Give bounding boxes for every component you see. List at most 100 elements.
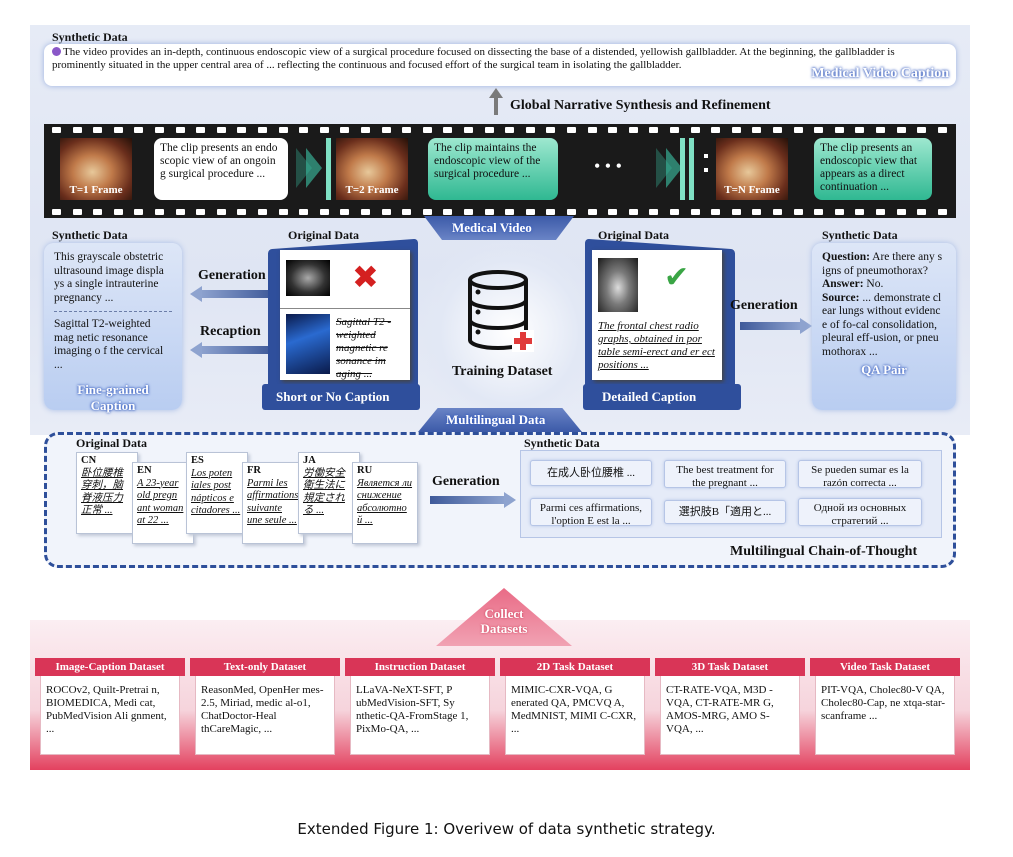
dataset-title: 2D Task Dataset [500, 658, 650, 676]
frame-n-label: T=N Frame [724, 184, 780, 196]
bullet-icon [52, 47, 61, 56]
film-sprocket-hole [525, 209, 535, 215]
film-sprocket-hole [237, 127, 247, 133]
ml-generation-label: Generation [432, 474, 500, 489]
training-dataset-label: Training Dataset [452, 364, 553, 379]
film-sprocket-hole [402, 209, 412, 215]
film-sprocket-hole [443, 127, 453, 133]
film-sprocket-hole [855, 209, 865, 215]
film-sprocket-hole [216, 127, 226, 133]
frame-2-label: T=2 Frame [345, 184, 399, 196]
ml-original-label: Original Data [76, 436, 147, 450]
database-icon [468, 270, 534, 352]
ml-synthetic-label: Synthetic Data [524, 436, 600, 450]
dataset-card-instruction: Instruction Dataset LLaVA-NeXT-SFT, P ub… [345, 658, 495, 755]
dataset-title: Text-only Dataset [190, 658, 340, 676]
left-generation-label: Generation [198, 268, 266, 283]
qa-answer: No. [866, 278, 884, 290]
film-sprocket-hole [52, 127, 61, 133]
film-sprocket-hole [299, 127, 309, 133]
recaption-label: Recaption [200, 324, 261, 339]
dataset-card-text-only: Text-only Dataset ReasonMed, OpenHer mes… [190, 658, 340, 755]
segment-divider [689, 138, 694, 200]
film-sprocket-hole [175, 209, 185, 215]
short-caption-band [262, 384, 420, 410]
qa-pair-tag: QA Pair [861, 362, 907, 377]
film-sprocket-hole [711, 209, 721, 215]
film-sprocket-hole [567, 127, 576, 133]
check-icon: ✔ [664, 260, 690, 295]
film-sprocket-hole [546, 127, 556, 133]
film-sprocket-hole [876, 209, 885, 215]
film-sprocket-hole [196, 209, 206, 215]
film-sprocket-hole [649, 209, 659, 215]
ellipsis-dots: • • • [594, 156, 622, 176]
ml-output-ru: Одной из основных стратегий ... [798, 498, 922, 527]
video-film-strip: T=1 Frame The clip presents an endo scop… [44, 124, 956, 218]
clip-caption-n: The clip presents an endoscopic view tha… [814, 138, 932, 200]
film-sprocket-hole [587, 127, 597, 133]
film-sprocket-hole [464, 209, 473, 215]
fine-grained-caption-tag: Fine-grained Caption [77, 382, 149, 413]
film-sprocket-hole [793, 209, 803, 215]
ml-output-en: The best treatment for the pregnant ... [664, 460, 786, 489]
chevron-right-icon [306, 148, 322, 188]
dataset-title: Image-Caption Dataset [35, 658, 185, 676]
film-sprocket-hole [690, 209, 700, 215]
left-synthetic-label: Synthetic Data [52, 228, 128, 242]
film-sprocket-hole [752, 209, 762, 215]
film-sprocket-hole [711, 127, 721, 133]
film-sprocket-hole [587, 209, 597, 215]
film-sprocket-hole [567, 209, 576, 215]
film-sprocket-hole [834, 127, 844, 133]
film-sprocket-hole [361, 209, 370, 215]
dataset-card-2d-task: 2D Task Dataset MIMIC-CXR-VQA, G enerate… [500, 658, 650, 755]
right-generation-arrow [740, 322, 802, 330]
ml-output-es: Se pueden sumar es la razón correcta ... [798, 460, 922, 489]
medical-video-caption-tag: Medical Video Caption [811, 66, 949, 81]
right-synthetic-label: Synthetic Data [822, 228, 898, 242]
mri-thumbnail [286, 314, 330, 374]
up-arrow-icon [489, 88, 503, 98]
film-sprocket-hole [422, 127, 432, 133]
film-sprocket-hole [216, 209, 226, 215]
film-sprocket-hole [258, 127, 267, 133]
film-sprocket-hole [319, 209, 329, 215]
film-sprocket-hole [814, 127, 824, 133]
dataset-card-3d-task: 3D Task Dataset CT-RATE-VQA, M3D -VQA, C… [655, 658, 805, 755]
dataset-list: LLaVA-NeXT-SFT, P ubMedVision-SFT, Sy nt… [356, 684, 469, 735]
film-sprocket-hole [793, 127, 803, 133]
film-sprocket-hole [237, 209, 247, 215]
film-sprocket-hole [113, 209, 123, 215]
video-synthetic-label: Synthetic Data [52, 30, 128, 44]
fine-grained-caption-card: This grayscale obstetric ultrasound imag… [44, 243, 182, 413]
ml-generation-arrow [430, 496, 506, 504]
film-sprocket-hole [381, 209, 391, 215]
dataset-list: ROCOv2, Quilt-Pretrai n, BIOMEDICA, Medi… [46, 684, 167, 735]
right-original-label: Original Data [598, 228, 669, 242]
right-original-text: The frontal chest radio graphs, obtained… [598, 320, 715, 371]
video-frame-n: T=N Frame [716, 138, 788, 200]
film-sprocket-hole [834, 209, 844, 215]
film-sprocket-hole [876, 127, 885, 133]
film-sprocket-hole [608, 127, 618, 133]
right-generation-label: Generation [730, 298, 798, 313]
multilingual-wedge [418, 408, 582, 432]
film-sprocket-hole [484, 209, 494, 215]
film-sprocket-hole [72, 209, 82, 215]
right-panel-paper: ✔ The frontal chest radio graphs, obtain… [592, 250, 722, 380]
film-sprocket-hole [690, 127, 700, 133]
video-caption-box: The video provides an in-depth, continuo… [44, 44, 956, 86]
clip-caption-1: The clip presents an endo scopic view of… [154, 138, 288, 200]
film-sprocket-hole [752, 127, 762, 133]
film-sprocket-hole [628, 127, 638, 133]
film-sprocket-hole [196, 127, 206, 133]
film-sprocket-hole [155, 209, 164, 215]
film-sprocket-hole [773, 127, 782, 133]
divider [54, 311, 172, 312]
collect-datasets-label: Collect Datasets [480, 606, 528, 636]
